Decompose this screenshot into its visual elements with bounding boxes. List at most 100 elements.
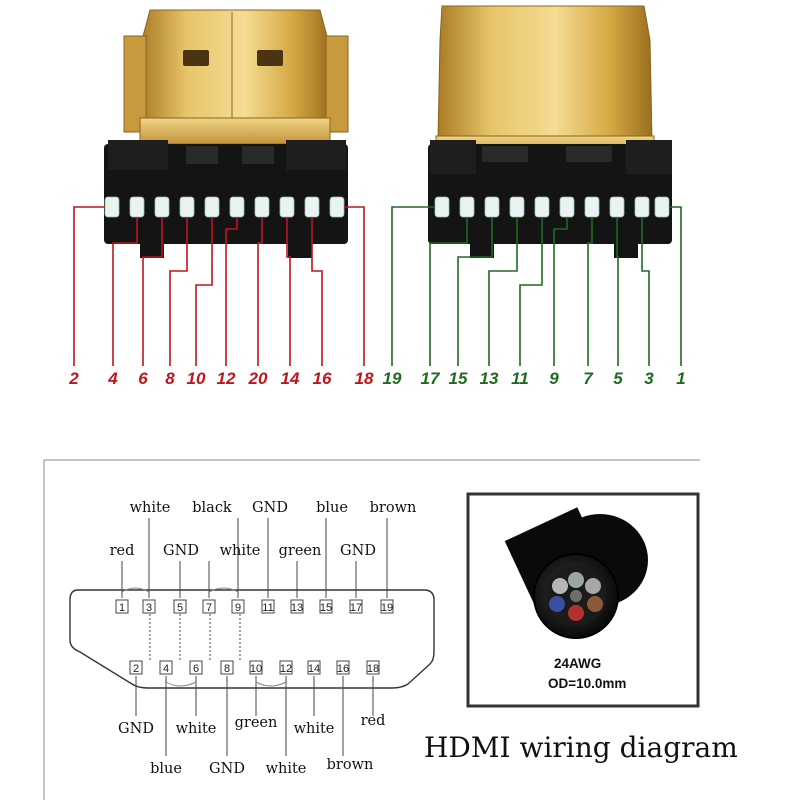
connector-left-lead-8	[169, 217, 188, 366]
diagram-pin-box-3	[142, 599, 156, 614]
diagram-pin-label: 10	[250, 663, 262, 675]
connector-right-lead-7	[587, 217, 593, 366]
diagram-pin-box-4	[159, 660, 173, 675]
connector-right-lead-17	[429, 217, 468, 366]
connector-right-pad-13	[509, 196, 525, 218]
diagram-pin-box-19	[380, 599, 394, 614]
diagram-label-top-lower: green	[279, 543, 322, 559]
connector-left-lead-16	[311, 217, 323, 366]
diagram-pin-box-14	[307, 660, 321, 675]
diagram-label-top-upper: white	[130, 500, 171, 516]
diagram-label-top-upper: brown	[370, 500, 417, 516]
connector-right-lead-5	[616, 217, 619, 366]
connector-left-shell	[139, 9, 331, 121]
connector-left-lead-10	[195, 217, 213, 366]
connector-left-pad-12	[229, 196, 245, 218]
diagram-pin-label: 6	[193, 663, 199, 675]
connector-left-pin-number: 8	[165, 369, 175, 388]
connector-left-slot-left	[183, 50, 209, 66]
diagram-pin-label: 11	[262, 602, 273, 614]
connector-left-lead-18	[344, 206, 365, 366]
diagram-pin-label: 8	[224, 663, 230, 675]
diagram-pin-box-11	[261, 599, 275, 614]
connector-left-pad-18	[329, 196, 345, 218]
connector-right-lead-3	[641, 217, 650, 366]
connector-right-pin-number: 3	[644, 369, 654, 388]
connector-left-lead-2	[73, 206, 105, 366]
connector-right-pad-1	[654, 196, 670, 218]
diagram-pin-box-17	[349, 599, 363, 614]
cable-cores	[546, 566, 606, 626]
connector-left-pad-14	[279, 196, 295, 218]
connector-right-pin-number: 11	[511, 369, 529, 388]
connector-left-lead-6	[142, 217, 163, 366]
connector-right-pad-15	[484, 196, 500, 218]
connector-right-shell	[437, 5, 653, 141]
diagram-label-bottom-upper: red	[361, 713, 386, 729]
diagram-label-bottom-upper: GND	[118, 721, 154, 737]
connector-right-pin-number: 17	[421, 369, 441, 388]
connector-left-lead-4	[112, 217, 138, 366]
connector-right-pad-5	[609, 196, 625, 218]
connector-right-pad-3	[634, 196, 650, 218]
diagram-pin-label: 13	[291, 602, 303, 614]
cable-od: OD=10.0mm	[548, 676, 626, 691]
connector-left-pin-number: 16	[313, 369, 332, 388]
connector-left-shell-side-right	[325, 35, 349, 133]
diagram-pin-label: 14	[308, 663, 320, 675]
connector-left-pad-6	[154, 196, 170, 218]
diagram-pin-label: 2	[133, 663, 139, 675]
diagram-label-bottom-upper: green	[235, 715, 278, 731]
connector-right-pin-number: 15	[449, 369, 468, 388]
diagram-pin-label: 3	[146, 602, 152, 614]
connector-left-lead-20	[257, 217, 263, 366]
diagram-pin-label: 15	[320, 602, 332, 614]
diagram-label-bottom-upper: white	[176, 721, 217, 737]
connector-left-pad-8	[179, 196, 195, 218]
diagram-label-bottom-lower: blue	[150, 761, 182, 777]
connector-left-pad-20	[254, 196, 270, 218]
diagram-pin-label: 17	[350, 602, 362, 614]
connector-right-pad-9	[559, 196, 575, 218]
diagram-label-top-lower: white	[220, 543, 261, 559]
diagram-pin-box-8	[220, 660, 234, 675]
connector-right-pin-number: 9	[549, 369, 559, 388]
connector-right-pin-number: 1	[676, 369, 685, 388]
diagram-pin-box-13	[290, 599, 304, 614]
diagram-title: HDMI wiring diagram	[424, 731, 738, 764]
diagram-pin-box-1	[115, 599, 129, 614]
connector-right-pin-number: 5	[613, 369, 623, 388]
diagram-label-top-lower: red	[110, 543, 135, 559]
diagram-pin-box-16	[336, 660, 350, 675]
diagram-pin-box-10	[249, 660, 263, 675]
connector-right-pad-7	[584, 196, 600, 218]
connector-left-pad-10	[204, 196, 220, 218]
diagram-pin-label: 16	[337, 663, 349, 675]
diagram-label-bottom-lower: brown	[327, 757, 374, 773]
connector-left-slot-right	[257, 50, 283, 66]
diagram-pin-label: 5	[177, 602, 183, 614]
diagram-pin-label: 19	[381, 602, 393, 614]
hdmi-receptacle-outline	[69, 589, 435, 689]
diagram-pin-label: 12	[280, 663, 292, 675]
connector-right-pad-17	[459, 196, 475, 218]
connector-right-pin-number: 7	[583, 369, 594, 388]
diagram-label-bottom-lower: GND	[209, 761, 245, 777]
diagram-label-bottom-upper: white	[294, 721, 335, 737]
diagram-pin-label: 18	[367, 663, 379, 675]
connector-right-pad-11	[534, 196, 550, 218]
diagram-pin-box-15	[319, 599, 333, 614]
connector-left-pin-number: 6	[138, 369, 148, 388]
connector-left-pad-4	[129, 196, 145, 218]
diagram-pin-box-2	[129, 660, 143, 675]
diagram-pin-label: 4	[163, 663, 169, 675]
diagram-pin-label: 9	[235, 602, 241, 614]
connector-left-pin-number: 12	[217, 369, 236, 388]
connector-right-pin-number: 13	[480, 369, 499, 388]
diagram-label-top-upper: GND	[252, 500, 288, 516]
diagram-pin-box-9	[231, 599, 245, 614]
